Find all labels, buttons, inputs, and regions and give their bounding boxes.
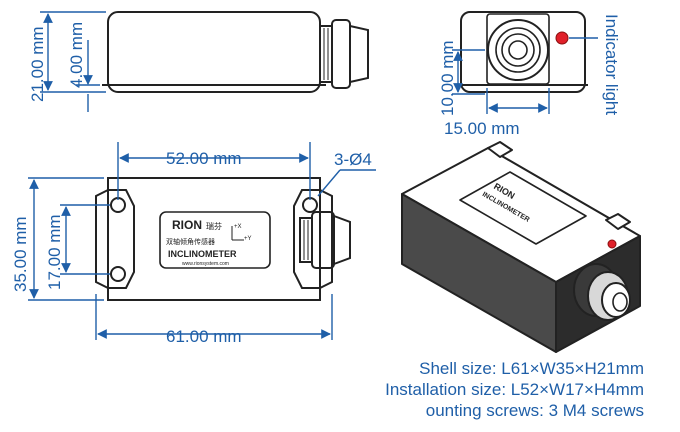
top-view — [95, 177, 351, 301]
side-gland-nut — [319, 25, 333, 83]
top-dimensions — [28, 142, 376, 340]
side-dimensions — [40, 11, 106, 112]
dim-install-length: 52.00 mm — [166, 149, 242, 168]
top-gland-tip — [333, 215, 351, 265]
axis-icon — [231, 226, 244, 241]
dim-end-width: 15.00 mm — [444, 119, 520, 138]
gland-hex — [486, 13, 550, 85]
top-gland-cap — [311, 211, 335, 269]
dim-height-total: 21.00 mm — [28, 26, 47, 102]
product-label — [159, 211, 271, 269]
label-name-cn: 双轴倾角传感器 — [166, 237, 215, 246]
iso-cable-gland — [573, 263, 631, 321]
spec-install-size: Installation size: L52×W17×H4mm — [385, 380, 644, 399]
dim-holes: 3-Ø4 — [334, 150, 372, 169]
spec-shell-size: Shell size: L61×W35×H21mm — [419, 359, 644, 378]
left-flange — [95, 189, 109, 289]
label-brand-cn: 瑞芬 — [206, 221, 222, 231]
side-body — [107, 11, 321, 93]
dim-install-width: 17.00 mm — [45, 214, 64, 290]
side-gland-tip — [349, 25, 369, 83]
iso-indicator-light — [607, 239, 617, 249]
top-gland-nut — [299, 217, 313, 263]
end-dimensions — [452, 49, 550, 114]
cable-hole — [508, 40, 528, 60]
side-view — [102, 11, 369, 93]
dim-height-flange: 4.00 mm — [67, 22, 86, 88]
indicator-light-icon — [555, 31, 569, 45]
dim-width-total: 35.00 mm — [11, 216, 30, 292]
gland-outer-ring — [487, 19, 549, 81]
mount-hole-left-top — [110, 197, 126, 213]
top-body — [107, 177, 321, 301]
spec-mounting-screws: ounting screws: 3 M4 screws — [426, 401, 644, 420]
side-gland-cap — [331, 19, 351, 89]
dim-end-height: 10.00 mm — [438, 40, 457, 116]
label-indicator-light: Indicator light — [602, 14, 621, 115]
label-axis-y: +Y — [244, 236, 252, 242]
mount-hole-right — [302, 197, 318, 213]
dim-length-total: 61.00 mm — [166, 327, 242, 346]
label-product: INCLINOMETER — [168, 249, 237, 259]
end-view — [458, 11, 588, 93]
mount-hole-left-bottom — [110, 266, 126, 282]
label-website: www.rionsystem.com — [182, 261, 229, 267]
iso-label — [459, 171, 587, 245]
label-axis-x: +X — [234, 224, 242, 230]
label-brand: RION — [172, 218, 202, 232]
